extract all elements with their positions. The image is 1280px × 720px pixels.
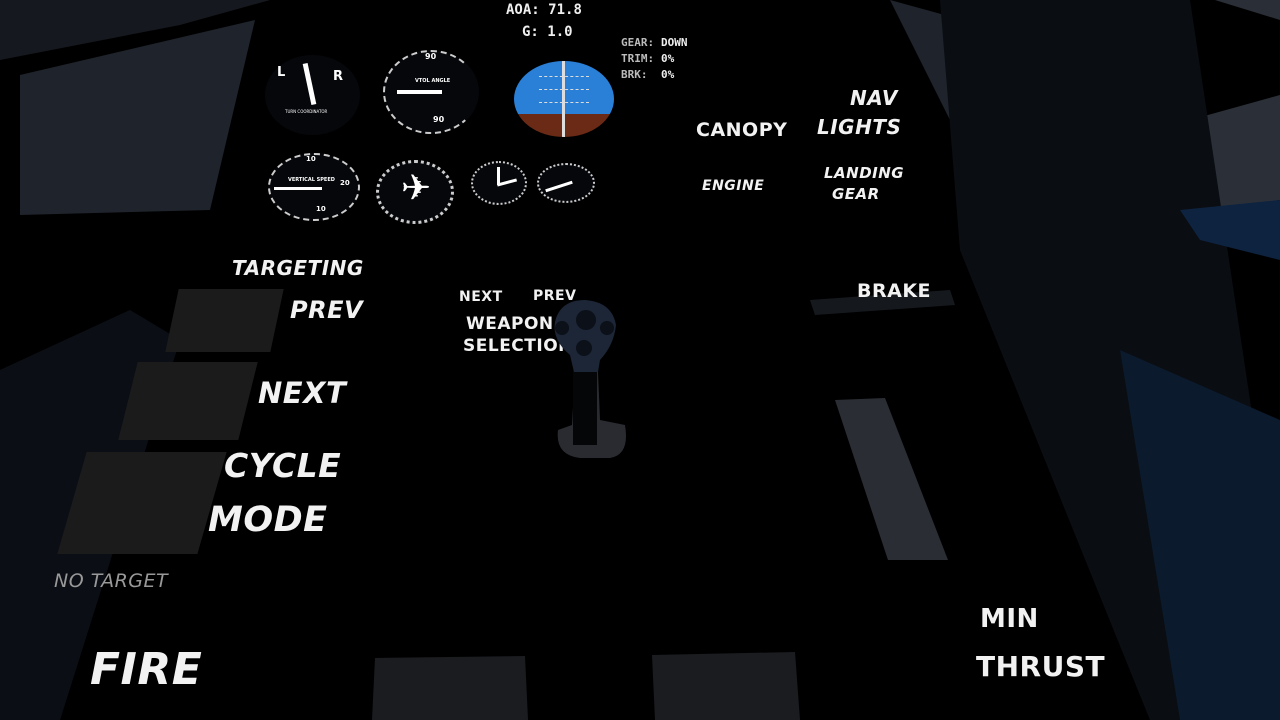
- landing-gear-button[interactable]: LANDING: [824, 164, 905, 182]
- landing-gear-label-2[interactable]: GEAR: [832, 185, 880, 203]
- turn-coordinator-gauge: L R TURN COORDINATOR: [265, 55, 360, 135]
- target-next-button[interactable]: NEXT: [258, 376, 347, 410]
- g-value: 1.0: [547, 24, 573, 40]
- cycle-mode-button[interactable]: CYCLE: [224, 446, 342, 485]
- g-label: G:: [522, 24, 539, 40]
- left-window: [20, 20, 255, 215]
- vtol-caption: VTOL ANGLE: [415, 78, 451, 84]
- top-left-window: [0, 0, 270, 60]
- cycle-mode-label-2[interactable]: MODE: [208, 500, 328, 540]
- joystick-button[interactable]: [555, 321, 569, 335]
- turn-right-label: R: [333, 69, 344, 84]
- weapon-prev-button[interactable]: PREV: [533, 288, 577, 304]
- thrust-label[interactable]: THRUST: [976, 650, 1106, 683]
- brake-handle: [810, 290, 955, 315]
- vtol-bottom-label: 90: [433, 115, 445, 124]
- bottom-pedal-left: [372, 656, 528, 720]
- brake-readout: BRK: 0%: [621, 68, 674, 81]
- weapon-selection-label: WEAPON: [466, 314, 554, 334]
- brk-label: BRK:: [621, 68, 648, 81]
- clock-gauge-1: [471, 161, 527, 205]
- weapon-next-button[interactable]: NEXT: [459, 289, 503, 305]
- clock-gauge-2: [537, 163, 595, 203]
- pitch-line: [539, 102, 589, 104]
- vtol-top-label: 90: [425, 52, 437, 61]
- weapon-selection-label-2: SELECTION: [463, 336, 563, 356]
- aoa-label: AOA:: [506, 2, 540, 18]
- nav-lights-button[interactable]: LIGHTS: [817, 115, 902, 139]
- bottom-pedal-right: [652, 652, 800, 720]
- gear-label: GEAR:: [621, 36, 655, 49]
- pitch-line: [539, 89, 589, 91]
- trim-value: 0%: [661, 52, 675, 65]
- clock-hand: [497, 167, 500, 185]
- aoa-value: 71.8: [548, 2, 582, 18]
- fire-button[interactable]: FIRE: [90, 644, 203, 695]
- vs-right-label: 20: [340, 179, 350, 187]
- turn-caption: TURN COORDINATOR: [285, 109, 328, 114]
- vs-needle: [274, 187, 322, 190]
- canopy-button[interactable]: CANOPY: [696, 119, 788, 141]
- g-readout: G: 1.0: [522, 24, 573, 40]
- heading-indicator: ✈: [376, 160, 454, 224]
- vs-top-label: 10: [306, 155, 316, 163]
- target-prev-button[interactable]: PREV: [290, 296, 364, 324]
- vertical-speed-gauge: 10 VERTICAL SPEED 20 10: [268, 153, 360, 221]
- joystick-button[interactable]: [576, 340, 592, 356]
- brake-button[interactable]: BRAKE: [857, 280, 932, 302]
- vs-bottom-label: 10: [316, 205, 326, 213]
- vtol-angle-gauge: 90 VTOL ANGLE 90: [383, 50, 479, 134]
- trim-label: TRIM:: [621, 52, 655, 65]
- aoa-readout: AOA: 71.8: [506, 2, 582, 18]
- engine-button[interactable]: ENGINE: [702, 178, 765, 194]
- targeting-label: TARGETING: [232, 256, 364, 280]
- pitch-ladder: [562, 61, 565, 137]
- vtol-needle: [397, 90, 442, 94]
- turn-left-label: L: [277, 65, 286, 80]
- pitch-line: [539, 76, 589, 78]
- right-wing: [1180, 200, 1280, 260]
- throttle-rail: [835, 398, 948, 560]
- joystick-button[interactable]: [576, 310, 596, 330]
- joystick-button[interactable]: [600, 321, 614, 335]
- vs-caption: VERTICAL SPEED: [288, 177, 335, 183]
- gear-value: DOWN: [661, 36, 688, 49]
- brk-value: 0%: [661, 68, 675, 81]
- far-right-window: [1215, 0, 1280, 20]
- airplane-icon: ✈: [401, 168, 432, 209]
- gear-readout: GEAR: DOWN: [621, 36, 688, 49]
- attitude-indicator: [514, 61, 614, 137]
- trim-readout: TRIM: 0%: [621, 52, 674, 65]
- nav-lights-label-1[interactable]: NAV: [850, 86, 898, 110]
- right-console: [1120, 350, 1280, 720]
- min-thrust-label[interactable]: MIN: [980, 604, 1039, 634]
- target-status: NO TARGET: [54, 570, 169, 592]
